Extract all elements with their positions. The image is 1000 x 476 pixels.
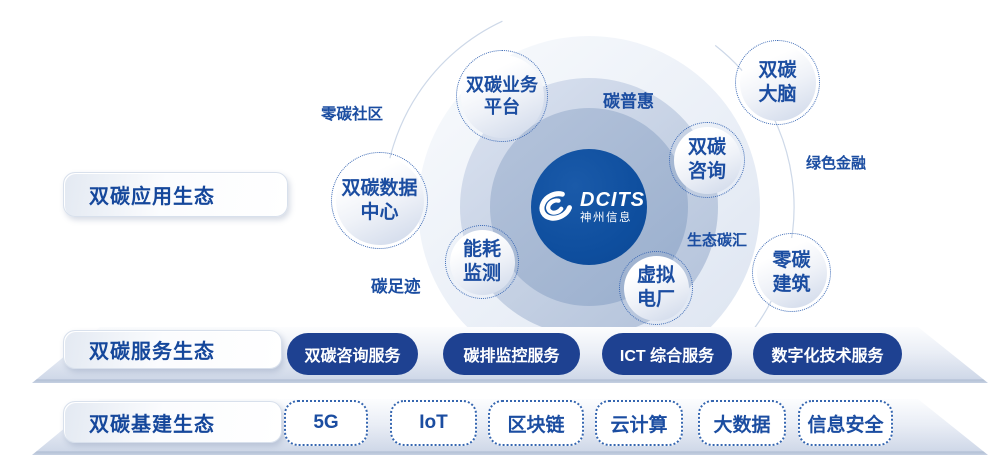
row-label-service-ecosystem: 双碳服务生态 — [63, 330, 282, 369]
infra-pill-iot: IoT — [390, 400, 477, 446]
infra-pill-5g: 5G — [284, 400, 368, 446]
label-carbon-footprint: 碳足迹 — [371, 278, 421, 296]
row-label-application-ecosystem: 双碳应用生态 — [63, 172, 288, 217]
label-green-finance: 绿色金融 — [806, 155, 867, 172]
brand-center-circle: DCITS 神州信息 — [531, 149, 647, 265]
infra-pill-information-security: 信息安全 — [798, 400, 893, 446]
infra-pill-blockchain: 区块链 — [488, 400, 584, 446]
bubble-zero-carbon-building: 零碳建筑 — [752, 233, 831, 312]
bubble-virtual-power-plant: 虚拟电厂 — [619, 251, 693, 325]
logo-text: DCITS — [580, 188, 645, 211]
dcits-logo: DCITS 神州信息 — [533, 186, 645, 228]
bubble-dual-carbon-consulting: 双碳咨询 — [669, 122, 745, 198]
infra-pill-cloud-computing: 云计算 — [595, 400, 683, 446]
bubble-dual-carbon-data-center: 双碳数据中心 — [331, 152, 428, 249]
bubble-dual-carbon-brain: 双碳大脑 — [735, 40, 820, 125]
service-pill-digital-technology-service: 数字化技术服务 — [753, 333, 902, 375]
label-zero-carbon-community: 零碳社区 — [321, 106, 384, 123]
label-eco-carbon-sink: 生态碳汇 — [687, 232, 748, 249]
dcits-logo-icon — [539, 191, 573, 221]
logo-subtext: 神州信息 — [580, 211, 632, 224]
service-pill-carbon-emission-monitoring-service: 碳排监控服务 — [443, 333, 580, 375]
bubble-energy-monitoring: 能耗监测 — [445, 225, 519, 299]
bubble-dual-carbon-business-platform: 双碳业务平台 — [456, 50, 548, 142]
label-carbon-inclusion: 碳普惠 — [603, 92, 654, 111]
service-pill-ict-integrated-service: ICT 综合服务 — [602, 333, 732, 375]
row-label-infrastructure-ecosystem: 双碳基建生态 — [63, 401, 282, 443]
infra-pill-big-data: 大数据 — [698, 400, 786, 446]
service-pill-dual-carbon-consulting-service: 双碳咨询服务 — [287, 333, 418, 375]
